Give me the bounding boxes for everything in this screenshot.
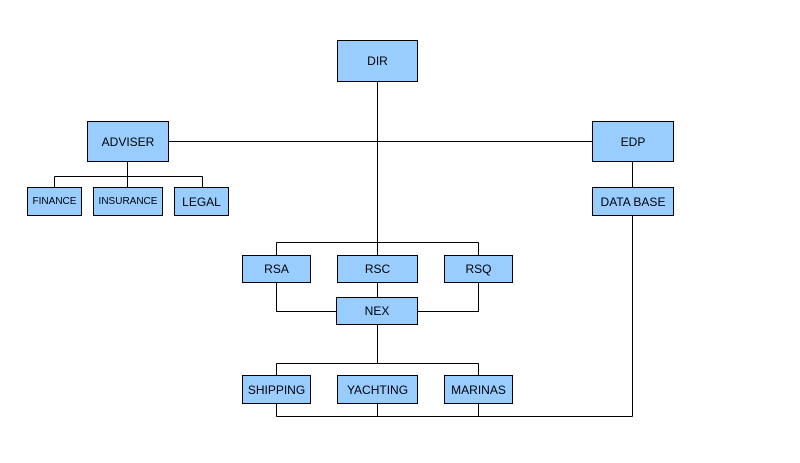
node-marinas[interactable]: MARINAS bbox=[444, 375, 513, 404]
node-rsa[interactable]: RSA bbox=[242, 255, 311, 283]
node-shipping[interactable]: SHIPPING bbox=[242, 375, 311, 404]
connector-rsq-nex bbox=[417, 282, 479, 312]
node-nex[interactable]: NEX bbox=[336, 297, 418, 325]
node-rsc[interactable]: RSC bbox=[337, 255, 418, 283]
node-data-base[interactable]: DATA BASE bbox=[592, 187, 674, 216]
node-insurance[interactable]: INSURANCE bbox=[93, 187, 163, 216]
node-adviser[interactable]: ADVISER bbox=[87, 121, 169, 162]
connector-rsa-nex bbox=[276, 282, 337, 312]
node-rsq[interactable]: RSQ bbox=[444, 255, 513, 283]
node-edp[interactable]: EDP bbox=[592, 121, 674, 162]
node-finance[interactable]: FINANCE bbox=[27, 187, 82, 216]
node-legal[interactable]: LEGAL bbox=[174, 187, 229, 216]
node-yachting[interactable]: YACHTING bbox=[337, 375, 418, 404]
node-dir[interactable]: DIR bbox=[337, 40, 418, 82]
